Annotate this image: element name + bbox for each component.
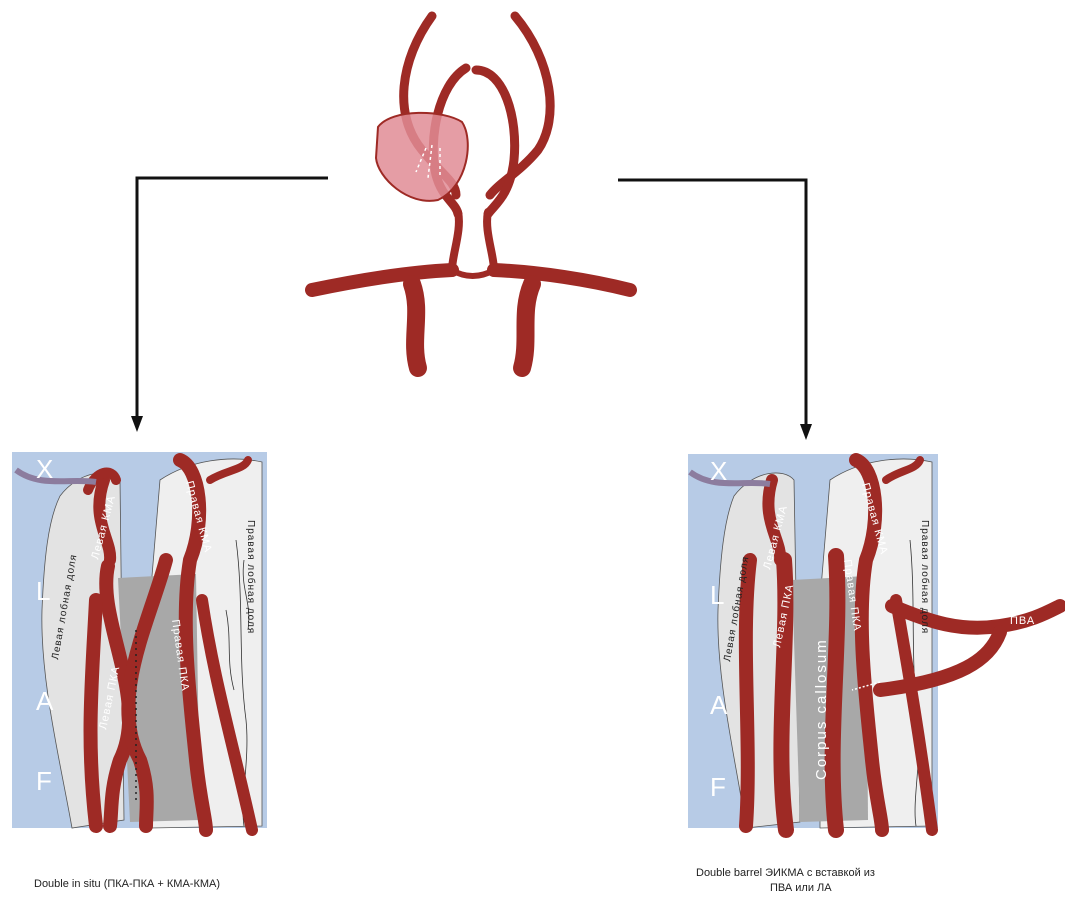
left-a1 [452,212,459,270]
right-caption-line2: ПВА или ЛА [770,882,832,894]
aneurysm [376,113,468,201]
falx-letter-a: A [36,686,54,716]
falx-letter-x-right: X [710,456,727,486]
falx-letter-l: L [36,576,50,606]
acom [452,270,494,276]
left-ica [412,284,418,368]
left-mca [312,270,452,290]
falx-letter-f: F [36,766,52,796]
falx-letter-x: X [36,454,53,484]
graft-label: ПВА [1010,615,1035,627]
circle-of-willis [312,16,630,368]
falx-letter-f-right: F [710,772,726,802]
left-panel: F A L X Левая лобная доля Правая лобная … [12,452,267,890]
right-lobe-label-right: Правая лобная доля [919,520,931,634]
falx-letter-a-right: A [710,690,728,720]
corpus-callosum-label: Corpus callosum [813,638,830,780]
right-outer-aca [490,16,550,195]
right-ica [522,284,532,368]
arrow-right [618,180,812,440]
right-lobe-label: Правая лобная доля [245,520,257,634]
right-a1 [487,212,494,270]
arrow-left [131,178,328,432]
left-caption: Double in situ (ПКА-ПКА + КМА-КМА) [34,878,220,890]
right-caption-line1: Double barrel ЭИКМА с вставкой из [696,867,875,879]
right-panel: F A L X Левая лобная доля Правая лобная … [688,454,1060,894]
falx-letter-l-right: L [710,580,724,610]
right-mca [494,270,630,290]
